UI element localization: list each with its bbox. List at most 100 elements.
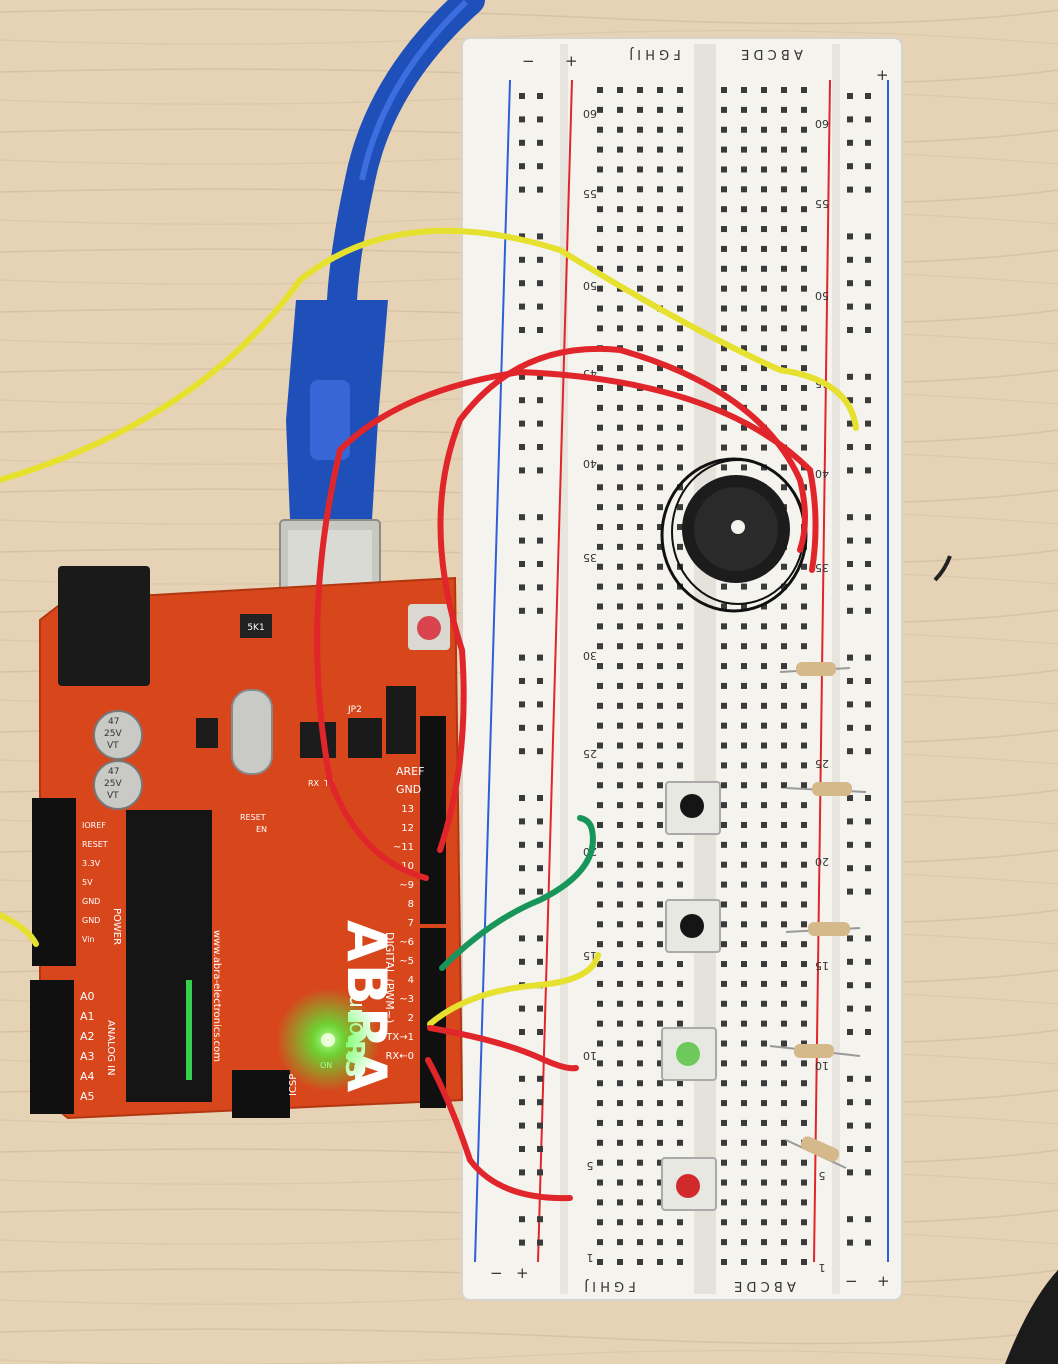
power-pin-label: IOREF [82,821,106,830]
power-pin-label: RESET [82,840,108,849]
rail-line-blue-left [474,79,511,1263]
digital-pin-label: 8 [408,899,414,910]
rail-plus-top-right: + [876,66,889,84]
website-text: www.abra-electronics.com [211,930,222,1062]
pushbutton-green[interactable] [661,1027,717,1081]
rail-minus-bottom-right: − [845,1272,858,1290]
digital-pin-label: RX←0 [385,1051,414,1062]
row-number-left: 1 [587,1251,594,1264]
power-led [321,1033,335,1047]
power-header [32,798,76,966]
power-pin-label: GND [82,916,100,925]
digital-label: DIGITAL (PWM~) [383,932,396,1023]
jp2-header [348,718,382,758]
icsp-label: ICSP [288,1074,299,1096]
capacitor-1-line-1: 47 [108,717,119,727]
microcontroller-chip [126,810,212,1102]
small-chip [196,718,218,748]
analog-pin-label: A2 [80,1030,95,1043]
power-header-label: POWER [111,908,122,945]
wires [0,227,859,1202]
analog-pin-label: A1 [80,1010,95,1023]
capacitor-2-line-1: 47 [108,767,119,777]
chip-side-leds [186,980,192,1080]
pushbutton-1[interactable] [665,781,721,835]
row-number-right: 35 [815,561,829,574]
row-number-right: 20 [815,855,829,868]
smd-resistor-label: 5K1 [247,623,264,633]
resistors [769,662,867,1169]
digital-pin-label: ~5 [399,956,414,967]
row-number-left: 10 [583,1049,597,1062]
row-number-left: 30 [583,649,597,662]
resistor-3 [785,922,861,936]
column-letters-bottom-right: A B C D E [734,1278,796,1293]
pushbutton-2[interactable] [665,899,721,953]
wire-red-pin2 [427,1025,579,1072]
analog-header [30,980,74,1114]
rx-label: RX [308,779,320,788]
analog-header-label: ANALOG IN [105,1020,116,1076]
digital-pin-label: 4 [408,975,414,986]
digital-pin-label: ~11 [393,842,414,853]
row-number-left: 15 [583,949,597,962]
capacitor-2-line-3: VT [107,791,119,801]
pushbutton-red[interactable] [661,1157,717,1211]
digital-pin-label: 13 [401,804,414,815]
row-number-right: 15 [815,959,829,972]
power-pin-label: GND [82,897,100,906]
row-number-right: 10 [815,1059,829,1072]
wire-green [439,815,596,971]
arduino-board: 47 25V VT 47 25V VT 5K1 JP2 ICSP ABRA un… [30,566,464,1120]
digital-pin-label: TX→1 [385,1032,414,1043]
resistor-5 [785,1136,847,1169]
digital-header-top [420,716,446,924]
wire-yellow-pin3 [427,952,601,1027]
capacitor-2 [93,760,143,810]
digital-pin-label: 7 [408,918,414,929]
breadboard-holes [519,87,871,1265]
power-pin-label: Vin [82,935,95,944]
row-number-left: 5 [587,1159,594,1172]
analog-pin-label: A5 [80,1090,95,1103]
buzzer [660,457,808,613]
row-number-left: 55 [583,187,597,200]
reset-button-cap[interactable] [417,616,441,640]
capacitor-1-line-3: VT [107,741,119,751]
digital-pin-label: 2 [408,1013,414,1024]
rail-plus-bottom-right: + [877,1272,890,1290]
table-mark [933,555,952,582]
rail-line-red-left [537,79,573,1263]
row-number-right: 55 [815,197,829,210]
row-number-right: 40 [815,467,829,480]
crystal [231,689,273,775]
row-number-left: 25 [583,747,597,760]
column-letters-bottom-left: F G H I J [584,1278,636,1293]
row-number-right: 25 [815,757,829,770]
resistor-4 [769,1044,861,1058]
column-letters-top-right: A B C D E [741,46,803,61]
row-number-left: 50 [583,279,597,292]
rail-plus-bottom-left: + [516,1264,529,1282]
wire-red-buzzer-b [437,345,808,853]
capacitor-1 [93,710,143,760]
wire-red-buzzer-a [314,368,819,881]
rail-minus-bottom-left: − [490,1264,503,1282]
row-number-right: 50 [815,289,829,302]
power-pin-label: 3.3V [82,859,101,868]
analog-pin-label: A0 [80,990,95,1003]
resistor-1 [779,662,851,676]
smd-resistor [240,614,272,638]
row-number-right: 5 [819,1169,826,1182]
rail-plus-top-left: + [565,52,578,70]
jp2-label: JP2 [347,705,362,715]
reset-label: RESET [240,813,266,822]
analog-pin-label: A3 [80,1050,95,1063]
cable-corner [1005,1270,1058,1364]
en-label: EN [256,825,267,834]
gnd-label: GND [396,783,421,796]
